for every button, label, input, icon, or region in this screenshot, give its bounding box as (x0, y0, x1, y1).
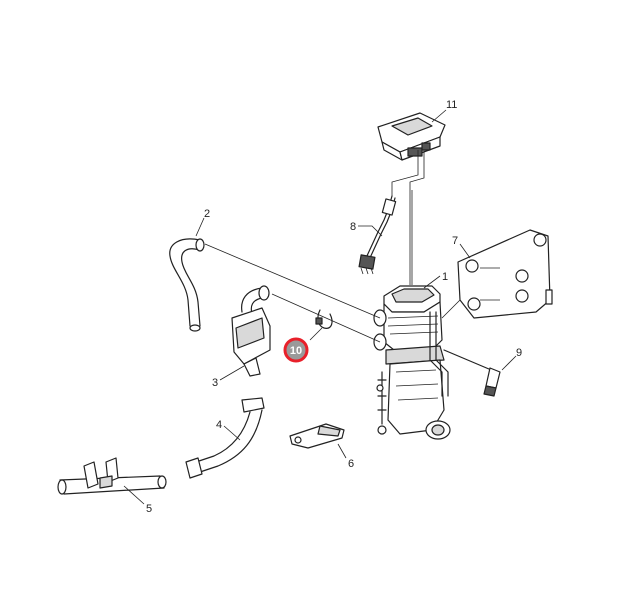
part-4-hose (185, 397, 265, 479)
part-6-bracket (289, 423, 345, 449)
part-7-bracket (457, 229, 553, 319)
callout-1: 1 (442, 271, 448, 283)
module-wiring (391, 150, 425, 285)
callout-leaders (123, 109, 517, 505)
callout-9: 9 (516, 347, 522, 359)
callout-10: 10 (290, 345, 302, 357)
callout-3: 3 (212, 377, 218, 389)
callout-6: 6 (348, 458, 354, 470)
callout-8: 8 (350, 221, 356, 233)
part-11-control-module (377, 112, 446, 161)
callout-11: 11 (446, 99, 457, 111)
part-5-pipe (57, 457, 167, 495)
part-10-clamp (309, 309, 333, 341)
callout-labels: 1 2 3 4 5 6 7 8 9 11 (146, 99, 522, 515)
part-8-harness (358, 195, 397, 275)
callout-7: 7 (452, 235, 458, 247)
callout-2: 2 (204, 208, 210, 220)
part-2-hose (169, 238, 205, 332)
callout-10-highlight: 10 (283, 337, 309, 363)
part-9-sensor (443, 349, 501, 397)
highlight-ring (283, 337, 309, 363)
callout-4: 4 (216, 419, 222, 431)
part-1-main-unit (373, 285, 451, 440)
callout-5: 5 (146, 503, 152, 515)
part-3-resonator (231, 285, 271, 377)
